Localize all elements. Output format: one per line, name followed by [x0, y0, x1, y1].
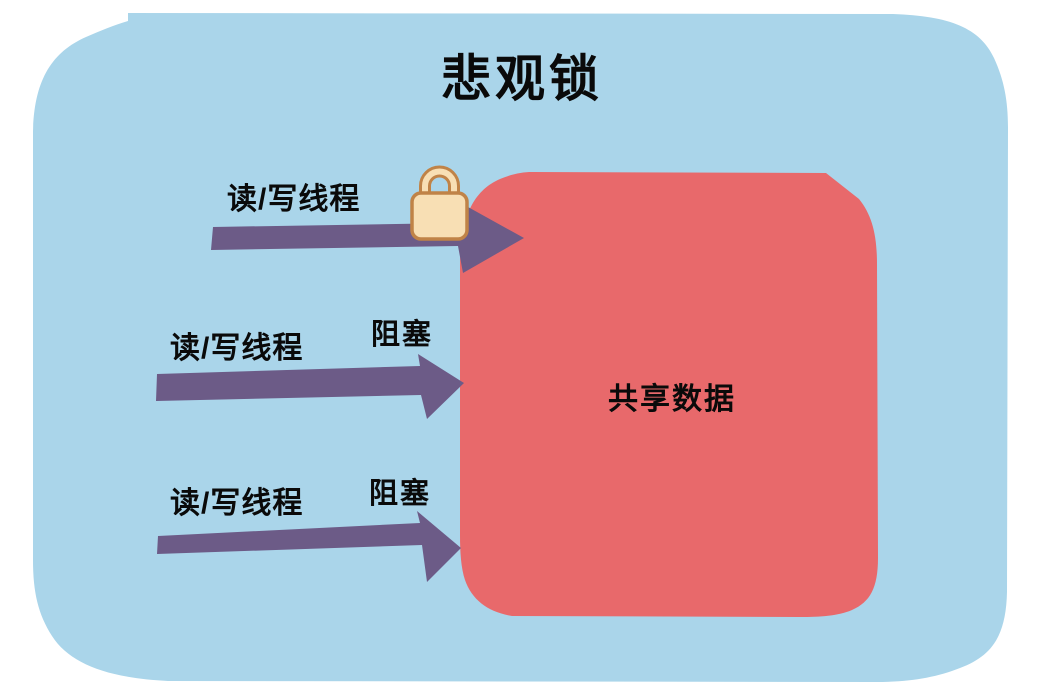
thread-label-2: 读/写线程 — [170, 332, 304, 365]
thread-label-1: 读/写线程 — [227, 183, 361, 216]
padlock-icon — [410, 165, 469, 241]
shared-data-box — [460, 172, 878, 617]
padlock-body — [410, 191, 469, 241]
thread-arrow-2 — [156, 354, 464, 419]
shared-data-label: 共享数据 — [608, 383, 736, 416]
diagram-title: 悲观锁 — [441, 51, 603, 107]
blocked-label-2: 阻塞 — [371, 319, 434, 351]
thread-arrow-1 — [211, 202, 524, 273]
padlock-shackle-fill — [422, 168, 457, 201]
thread-label-3: 读/写线程 — [170, 487, 304, 520]
thread-arrow-3 — [157, 511, 461, 582]
blocked-label-3: 阻塞 — [369, 478, 432, 510]
